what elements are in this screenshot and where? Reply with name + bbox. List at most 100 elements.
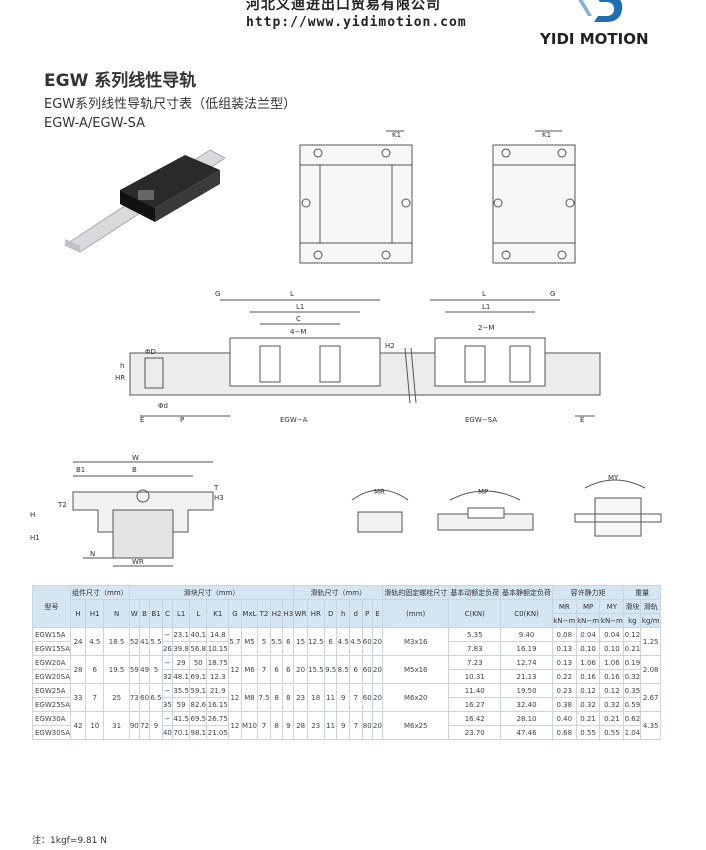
yidi-logo-icon [578,0,623,22]
column-header: B [138,599,151,628]
table-cell: M5x16 [382,655,450,684]
table-cell: M8 [240,683,259,712]
label-mp: MP [478,488,488,496]
table-cell: 0.10 [599,641,625,656]
table-cell: 6 [323,627,338,656]
table-cell: 16.27 [448,697,502,712]
table-cell: 5 [257,627,271,656]
page-title: EGW 系列线性导轨 [44,71,197,91]
table-cell: 7.83 [448,641,502,656]
page-subtitle: EGW系列线性导轨尺寸表（低组装法兰型） [44,97,297,112]
company-name: 河北义迪进出口贸易有限公司 [246,0,441,13]
column-header: B1 [149,599,163,628]
table-cell: M10 [240,711,259,740]
column-header: L [189,599,208,628]
brand-name: YIDI MOTION [540,30,649,48]
column-header: MR [551,599,577,614]
table-cell: 5.7 [228,627,242,656]
table-cell: 0.32 [599,697,625,712]
table-cell: 0.08 [551,627,577,642]
label-hr: HR [115,374,125,382]
table-cell: 18 [306,683,325,712]
table-cell: 18.5 [103,627,130,656]
table-cell: 18.75 [206,655,230,670]
table-cell: 0.23 [551,683,577,698]
moment-diagrams: MR MP MY [351,474,662,537]
table-cell: 10.15 [206,641,230,656]
column-header: MP [575,599,601,614]
table-cell: 10.31 [448,669,502,684]
table-cell: 12.3 [206,669,230,684]
unit-header: kN−m [575,613,601,628]
table-cell: 0.68 [551,725,577,740]
table-cell: 11.40 [448,683,502,698]
table-cell: 32 [161,669,174,684]
table-cell: 41.5 [172,711,191,726]
table-cell: 7 [349,711,363,740]
table-cell: 69.5 [189,711,208,726]
table-cell: 23 [293,683,308,712]
table-cell: 0.16 [599,669,625,684]
table-cell: 0.16 [575,669,601,684]
table-cell: 32.40 [500,697,553,712]
table-cell: 7.5 [257,683,271,712]
table-cell: 0.04 [575,627,601,642]
column-header: H3 [282,599,295,628]
header-dyn: 基本动额定负荷 [448,585,502,600]
table-cell: 9 [149,711,163,740]
label-c-a: C [296,315,301,323]
table-cell: 49 [138,655,151,684]
label-n: N [90,550,95,558]
table-cell: 9.40 [500,627,553,642]
column-header: T2 [257,599,271,628]
table-cell: − [161,655,174,670]
label-b: B [132,466,137,474]
table-cell: 6 [282,655,295,684]
table-cell: − [161,683,174,698]
table-cell: 12 [228,655,242,684]
table-cell: 69.1 [189,669,208,684]
column-header: G [228,599,242,628]
table-cell: 24 [70,627,87,656]
table-cell: 72 [138,711,151,740]
footnote: 注：1kgf=9.81 N [32,836,107,846]
label-g-a: G [215,290,220,298]
column-header: (mm) [382,599,450,628]
table-cell: 42 [70,711,87,740]
table-cell: 0.55 [599,725,625,740]
column-header: MxL [240,599,259,628]
table-cell: 0.21 [623,641,642,656]
table-cell: 80 [361,711,373,740]
table-cell: 11 [323,683,338,712]
model-label: EGW-A/EGW-SA [44,116,145,131]
table-cell: − [161,711,174,726]
table-cell: 1.06 [575,655,601,670]
table-cell: 23 [306,711,325,740]
table-cell: 60 [361,655,373,684]
table-cell: 5.35 [448,627,502,642]
column-header: W [128,599,140,628]
table-cell: 21.13 [500,669,553,684]
table-cell: 20 [371,711,384,740]
table-cell: 47.46 [500,725,553,740]
table-cell: 4.35 [640,711,661,740]
table-cell: 0.38 [551,697,577,712]
table-cell: 82.6 [189,697,208,712]
table-cell: 59.1 [189,683,208,698]
spec-table: 型号 组件尺寸（mm） 滑块尺寸（mm） 滑轨尺寸（mm） 滑轨的固定螺栓尺寸 … [31,585,661,740]
table-cell: M5 [240,627,259,656]
table-cell: 23.1 [172,627,191,642]
table-cell: 28 [70,655,87,684]
label-t2: T2 [57,501,67,509]
table-cell: 9.5 [323,655,338,684]
label-phi-d-big: ΦD [145,348,156,356]
table-cell: 8 [269,711,284,740]
column-header: H2 [269,599,284,628]
column-header: h [336,599,350,628]
table-cell: 33 [70,683,87,712]
cell-model: EGW15A [31,627,72,642]
